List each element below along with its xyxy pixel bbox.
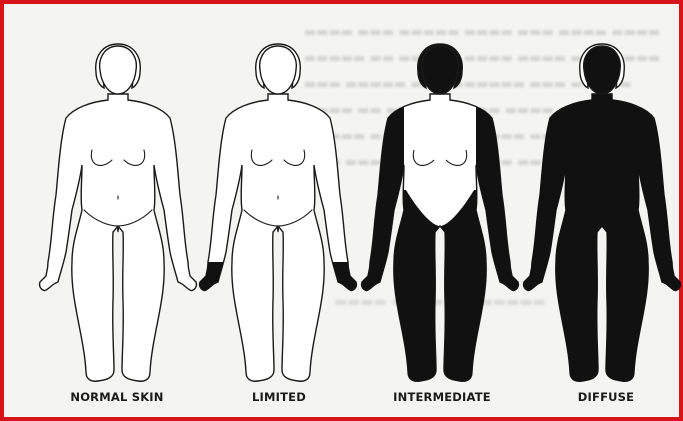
label-normal-skin: NORMAL SKIN <box>70 390 163 404</box>
figure-intermediate <box>350 44 530 400</box>
label-intermediate: INTERMEDIATE <box>393 390 491 404</box>
figure-diffuse <box>524 44 681 381</box>
figure-limited <box>188 44 368 381</box>
label-diffuse: DIFFUSE <box>578 390 634 404</box>
label-limited: LIMITED <box>252 390 306 404</box>
figure-normal-skin <box>40 44 197 381</box>
